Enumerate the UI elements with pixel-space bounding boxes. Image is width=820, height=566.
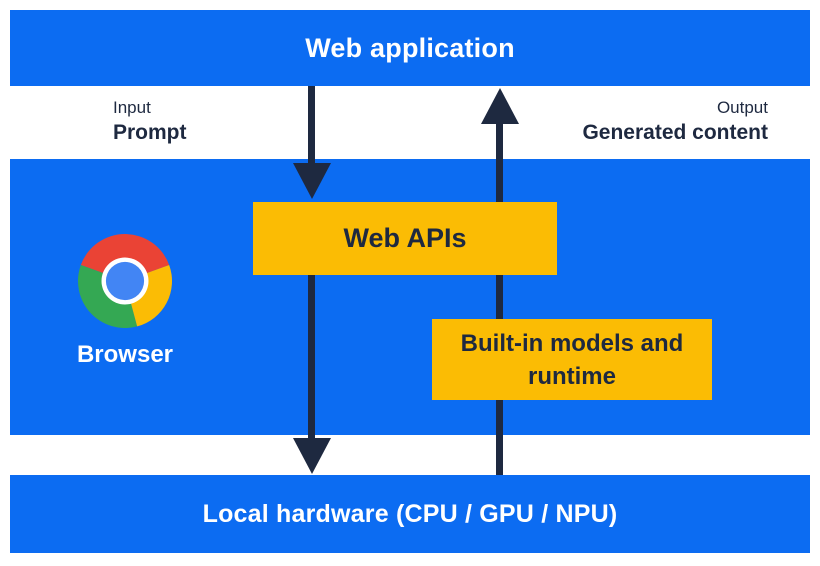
browser-label: Browser xyxy=(76,341,174,368)
output-arrow-line xyxy=(496,123,503,475)
chrome-browser-icon xyxy=(78,234,172,328)
web-application-label: Web application xyxy=(305,32,515,63)
local-hardware-bar: Local hardware (CPU / GPU / NPU) xyxy=(10,475,810,553)
built-in-models-label: Built-in models and runtime xyxy=(460,329,684,390)
output-arrow-head-top xyxy=(481,88,519,124)
input-label-group: Input Prompt xyxy=(113,97,187,146)
output-label-group: Output Generated content xyxy=(582,97,768,146)
output-value-generated-content: Generated content xyxy=(582,121,768,144)
input-title: Input xyxy=(113,98,151,117)
output-title: Output xyxy=(716,98,768,117)
local-hardware-label: Local hardware (CPU / GPU / NPU) xyxy=(202,499,618,528)
input-arrow-head-mid xyxy=(293,163,331,199)
built-in-models-box: Built-in models and runtime xyxy=(432,319,712,400)
input-arrow-head-bottom xyxy=(293,438,331,474)
web-apis-label: Web APIs xyxy=(343,223,467,253)
web-apis-box: Web APIs xyxy=(253,202,557,275)
web-application-bar: Web application xyxy=(10,10,810,86)
input-arrow-line-top xyxy=(308,86,315,164)
input-arrow-line-bottom xyxy=(308,275,315,439)
input-value-prompt: Prompt xyxy=(113,121,187,144)
